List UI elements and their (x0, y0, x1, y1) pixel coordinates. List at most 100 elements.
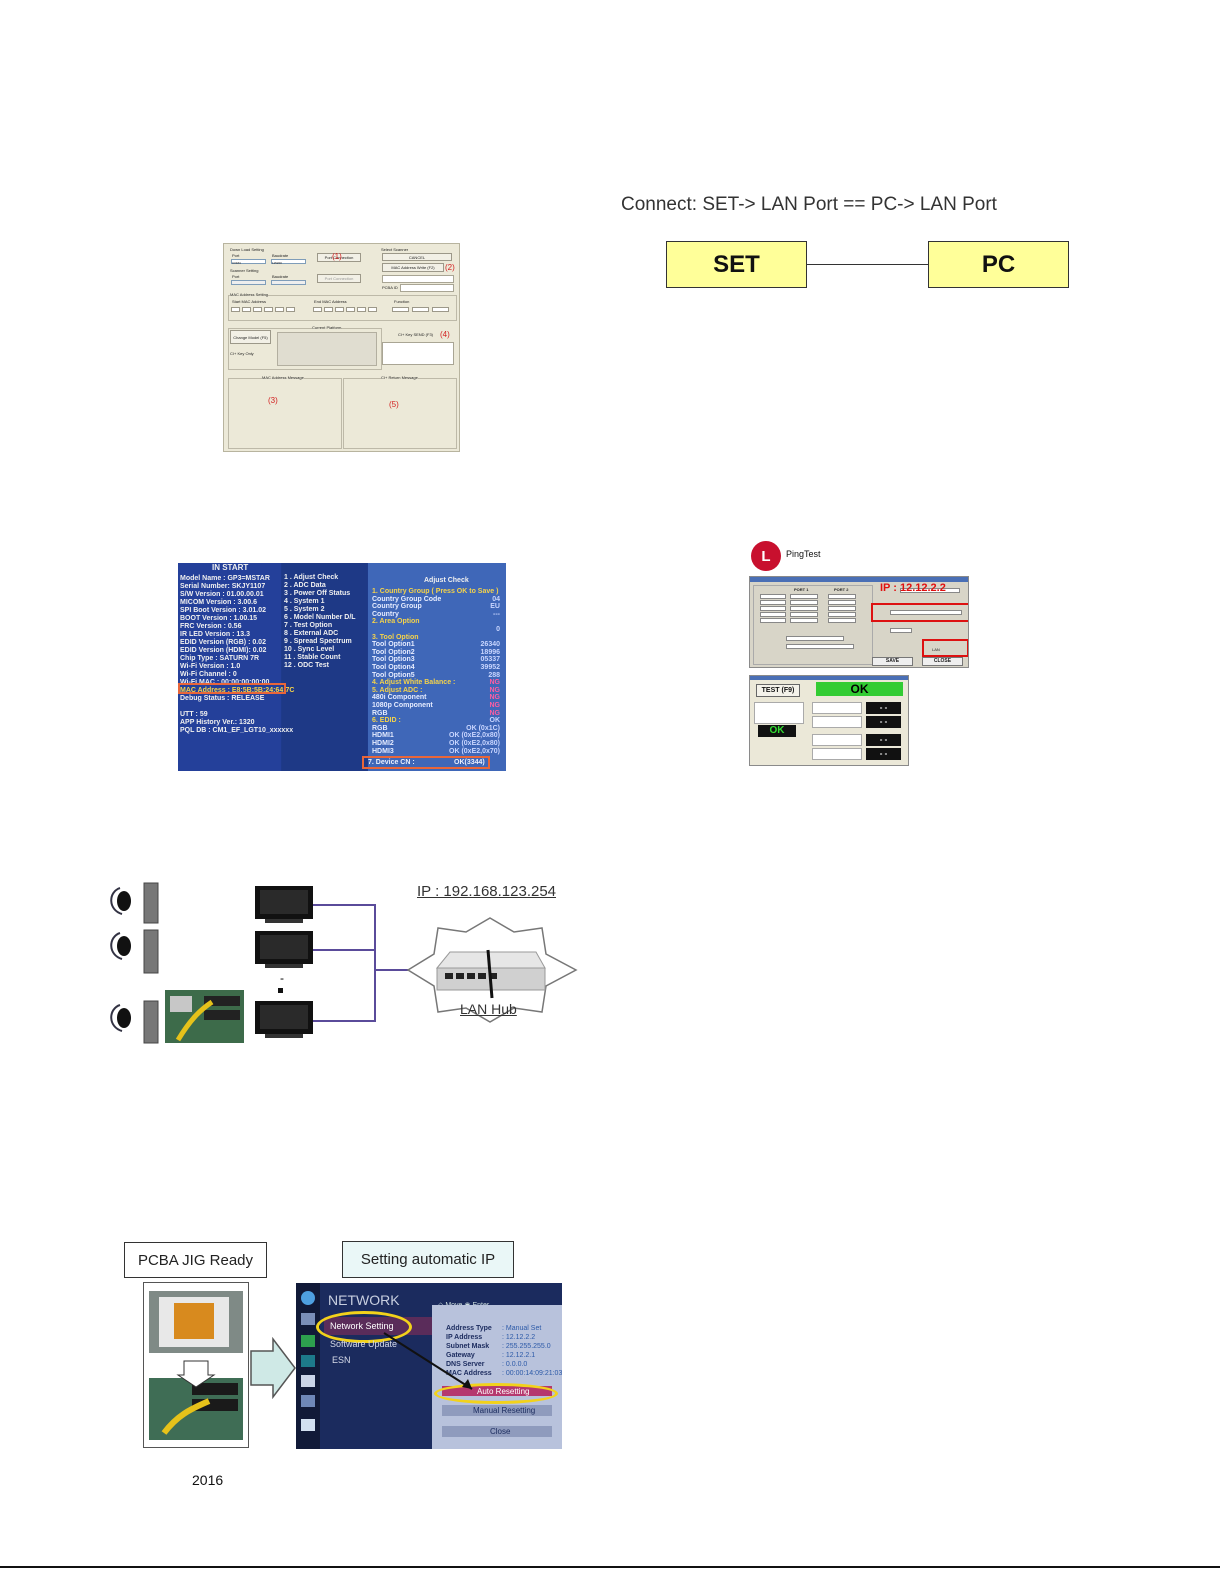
manual-resetting-button[interactable]: Manual Resetting (473, 1406, 536, 1415)
function-button[interactable] (412, 307, 429, 312)
mac-octet[interactable] (253, 307, 262, 312)
service-menu-item[interactable]: 3 . Power Off Status (284, 590, 351, 597)
baudrate-radio[interactable]: Baudrate (272, 253, 289, 258)
save-button[interactable]: SAVE (872, 657, 913, 666)
service-menu-item[interactable]: 8 . External ADC (284, 630, 339, 637)
service-menu-item[interactable]: 5 . System 2 (284, 606, 325, 613)
port2-select[interactable] (828, 600, 856, 605)
adjust-check-value: 18996 (480, 648, 500, 656)
tv-network-menu-screen: NETWORK ◇ Move ◉ Enter Network Setting S… (296, 1283, 562, 1449)
function-button[interactable] (392, 307, 409, 312)
manual-resetting-button-bg[interactable] (442, 1405, 552, 1416)
software-update-item[interactable]: Software Update (330, 1339, 398, 1349)
port2-select[interactable] (828, 606, 856, 611)
info-line: PQL DB : CM1_EF_LGT10_xxxxxx (180, 727, 294, 734)
service-menu-item[interactable]: 6 . Model Number D/L (284, 614, 356, 621)
esn-item[interactable]: ESN (332, 1355, 351, 1365)
port-select[interactable]: COM4 (231, 259, 266, 265)
port1-select[interactable] (790, 618, 818, 623)
mac-octet[interactable] (313, 307, 322, 312)
mac-octet[interactable] (346, 307, 355, 312)
service-menu-item[interactable]: 10 . Sync Level (284, 646, 335, 653)
menu-icon (301, 1355, 315, 1367)
service-menu-item[interactable]: 9 . Spread Spectrum (284, 638, 352, 645)
service-menu-item[interactable]: 12 . ODC Test (284, 662, 329, 669)
ip-address-highlight (871, 603, 968, 622)
port1-select[interactable] (790, 606, 818, 611)
mac-octet[interactable] (357, 307, 366, 312)
hub-ip-label: IP : 192.168.123.254 (417, 883, 557, 900)
adjust-check-value: 05337 (480, 656, 500, 664)
network-field-label: IP Address (446, 1334, 483, 1341)
function-button[interactable] (432, 307, 449, 312)
info-line: UTT : 59 (180, 711, 208, 718)
port1-select[interactable] (790, 594, 818, 599)
mac-octet[interactable] (286, 307, 295, 312)
port-connection-button[interactable]: Port Connection (317, 253, 361, 262)
change-model-button[interactable]: Change Model (F5) (230, 330, 271, 344)
service-menu-item[interactable]: 1 . Adjust Check (284, 574, 339, 581)
network-field-label: Subnet Mask (446, 1343, 490, 1350)
mac-octet[interactable] (242, 307, 251, 312)
mac-octet[interactable] (335, 307, 344, 312)
menu-icon (301, 1419, 315, 1431)
scanner-connection-button[interactable]: Port Connection (317, 274, 361, 283)
pcba-id-field[interactable] (400, 284, 454, 292)
port-radio[interactable]: Port (232, 253, 240, 258)
ip-field[interactable] (900, 588, 960, 593)
mac-message-group (228, 378, 342, 449)
scanner-port-select[interactable] (231, 280, 266, 285)
service-menu-item[interactable]: 4 . System 1 (284, 598, 325, 605)
ping-field[interactable] (786, 644, 854, 649)
network-setting-item[interactable]: Network Setting (330, 1321, 394, 1331)
network-field-label: DNS Server (446, 1361, 485, 1368)
mac-octet[interactable] (264, 307, 273, 312)
network-field-label: Gateway (446, 1352, 475, 1359)
port2-select[interactable] (828, 618, 856, 623)
instart-menu-column (282, 563, 367, 771)
baudrate-select[interactable]: 115200 (271, 259, 306, 265)
port1-select[interactable] (790, 612, 818, 617)
adjust-check-value: 04 (492, 595, 500, 603)
mac-octet[interactable] (275, 307, 284, 312)
service-menu-item[interactable]: 11 . Stable Count (284, 654, 341, 661)
ping-test-label: PingTest (786, 549, 821, 559)
service-menu-item[interactable]: 2 . ADC Data (284, 582, 326, 589)
ok-status-left: OK (758, 725, 796, 737)
select-scanner-checkbox[interactable]: Select Scanner (381, 247, 409, 252)
adjust-check-value: 0 (496, 626, 500, 633)
info-line: BOOT Version : 1.00.15 (180, 615, 258, 622)
auto-resetting-button[interactable]: Auto Resetting (477, 1387, 530, 1396)
port2-select[interactable] (828, 612, 856, 617)
service-menu-item[interactable]: 7 . Test Option (284, 622, 333, 629)
cancel-button[interactable]: CANCEL (382, 253, 452, 261)
adjust-check-key: Tool Option3 (372, 656, 415, 664)
mac-octet[interactable] (324, 307, 333, 312)
scanner-baud-select[interactable] (271, 280, 306, 285)
test-f9-button[interactable]: TEST (F9) (756, 684, 800, 697)
ping-field[interactable] (786, 636, 844, 641)
mac-write-button[interactable]: MAC Address Write (F2) (382, 263, 444, 272)
close-button[interactable]: CLOSE (922, 657, 963, 666)
close-button-bg[interactable] (442, 1426, 552, 1437)
ok-status-top: OK (816, 682, 903, 696)
scanner-port-radio[interactable]: Port (232, 274, 240, 279)
adjust-check-key: RGB (372, 724, 388, 732)
ci-return-label: CI+ Return Message (381, 375, 418, 380)
ip-address-input[interactable] (890, 610, 962, 615)
port1-select[interactable] (790, 600, 818, 605)
network-field-value: : 0.0.0.0 (502, 1361, 528, 1368)
scanner-baud-radio[interactable]: Baudrate (272, 274, 289, 279)
adjust-check-value: EU (490, 603, 500, 611)
adjust-check-value: NG (489, 679, 501, 687)
port2-select[interactable] (828, 594, 856, 599)
ci-key-send-radio[interactable]: CI+ Key SEND (F3) (398, 332, 434, 337)
result-field (812, 748, 862, 760)
lan-radio[interactable]: LAN (932, 647, 940, 652)
close-button[interactable]: Close (490, 1427, 511, 1436)
info-line: Wi-Fi Channel : 0 (180, 671, 237, 678)
timeout-input[interactable] (890, 628, 912, 633)
adjust-check-value: NG (489, 686, 501, 694)
mac-octet[interactable] (231, 307, 240, 312)
mac-octet[interactable] (368, 307, 377, 312)
